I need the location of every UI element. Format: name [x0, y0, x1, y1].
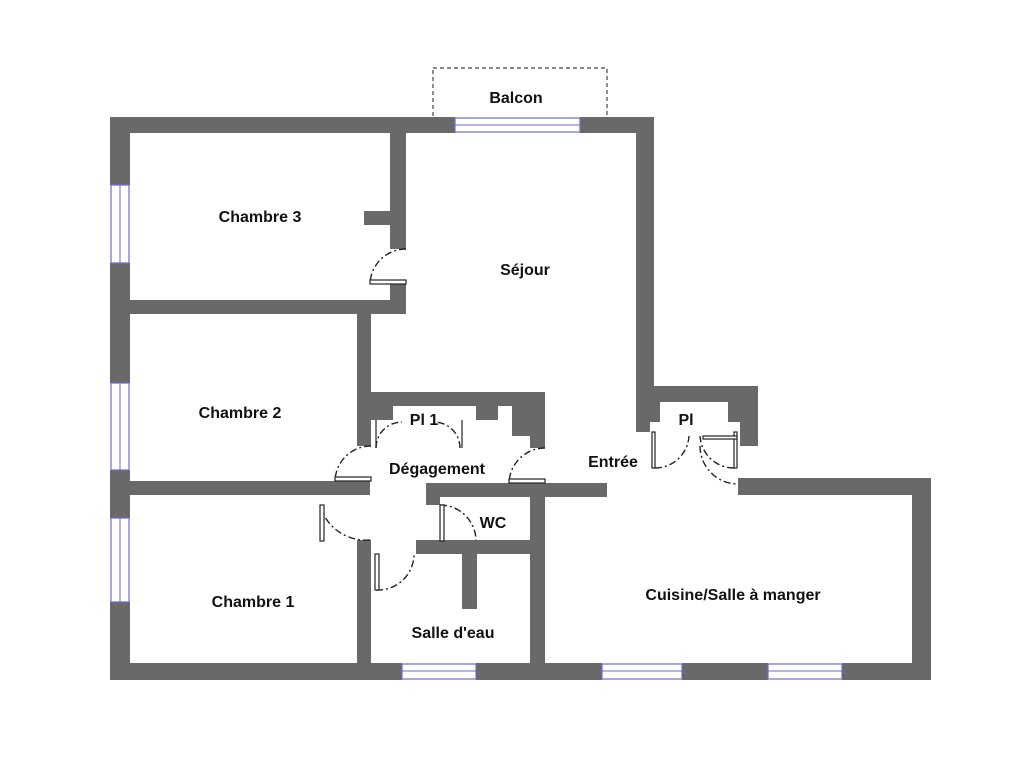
label-degagement: Dégagement	[389, 461, 486, 478]
label-cuisine: Cuisine/Salle à manger	[645, 587, 820, 604]
windows	[110, 117, 843, 680]
label-chambre-1: Chambre 1	[212, 594, 295, 611]
label-entree: Entrée	[588, 454, 638, 471]
label-placard: Pl	[678, 412, 693, 429]
doors	[319, 248, 739, 591]
balcony-outline	[432, 67, 608, 129]
label-chambre-3: Chambre 3	[219, 209, 302, 226]
exterior-walls	[110, 117, 931, 680]
label-salle-eau: Salle d'eau	[412, 625, 495, 642]
label-wc: WC	[480, 515, 507, 532]
label-chambre-2: Chambre 2	[199, 405, 282, 422]
label-placard-1: Pl 1	[410, 412, 439, 429]
label-sejour: Séjour	[500, 262, 550, 279]
interior-walls	[130, 133, 740, 680]
label-balcon: Balcon	[489, 90, 542, 107]
